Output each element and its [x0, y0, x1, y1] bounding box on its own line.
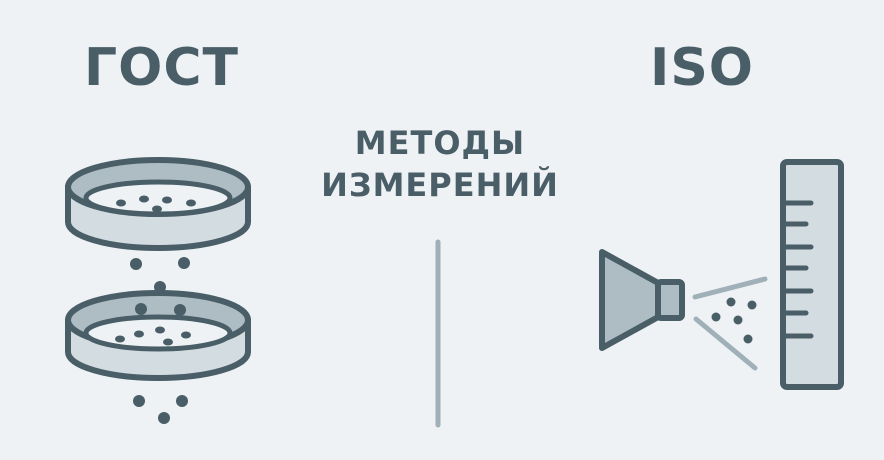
- falling-particles-2: [133, 395, 188, 424]
- light-beams: [692, 276, 768, 371]
- sieve-bottom-icon: [65, 290, 251, 381]
- sieve-bottom-particles: [115, 303, 191, 346]
- sieve-top-icon: [65, 157, 251, 251]
- falling-particles-1: [130, 257, 190, 293]
- sieve-top-particles: [116, 195, 196, 213]
- center-label-line1: МЕТОДЫ: [354, 124, 526, 162]
- gost-title: ГОСТ: [84, 38, 239, 98]
- center-label-line2: ИЗМЕРЕНИЙ: [321, 166, 559, 204]
- ruler-detector-icon: [780, 159, 844, 390]
- center-label: МЕТОДЫ ИЗМЕРЕНИЙ: [300, 122, 580, 206]
- laser-emitter-icon: [599, 249, 685, 351]
- scattered-particles: [711, 297, 757, 344]
- iso-title: ISO: [650, 38, 755, 98]
